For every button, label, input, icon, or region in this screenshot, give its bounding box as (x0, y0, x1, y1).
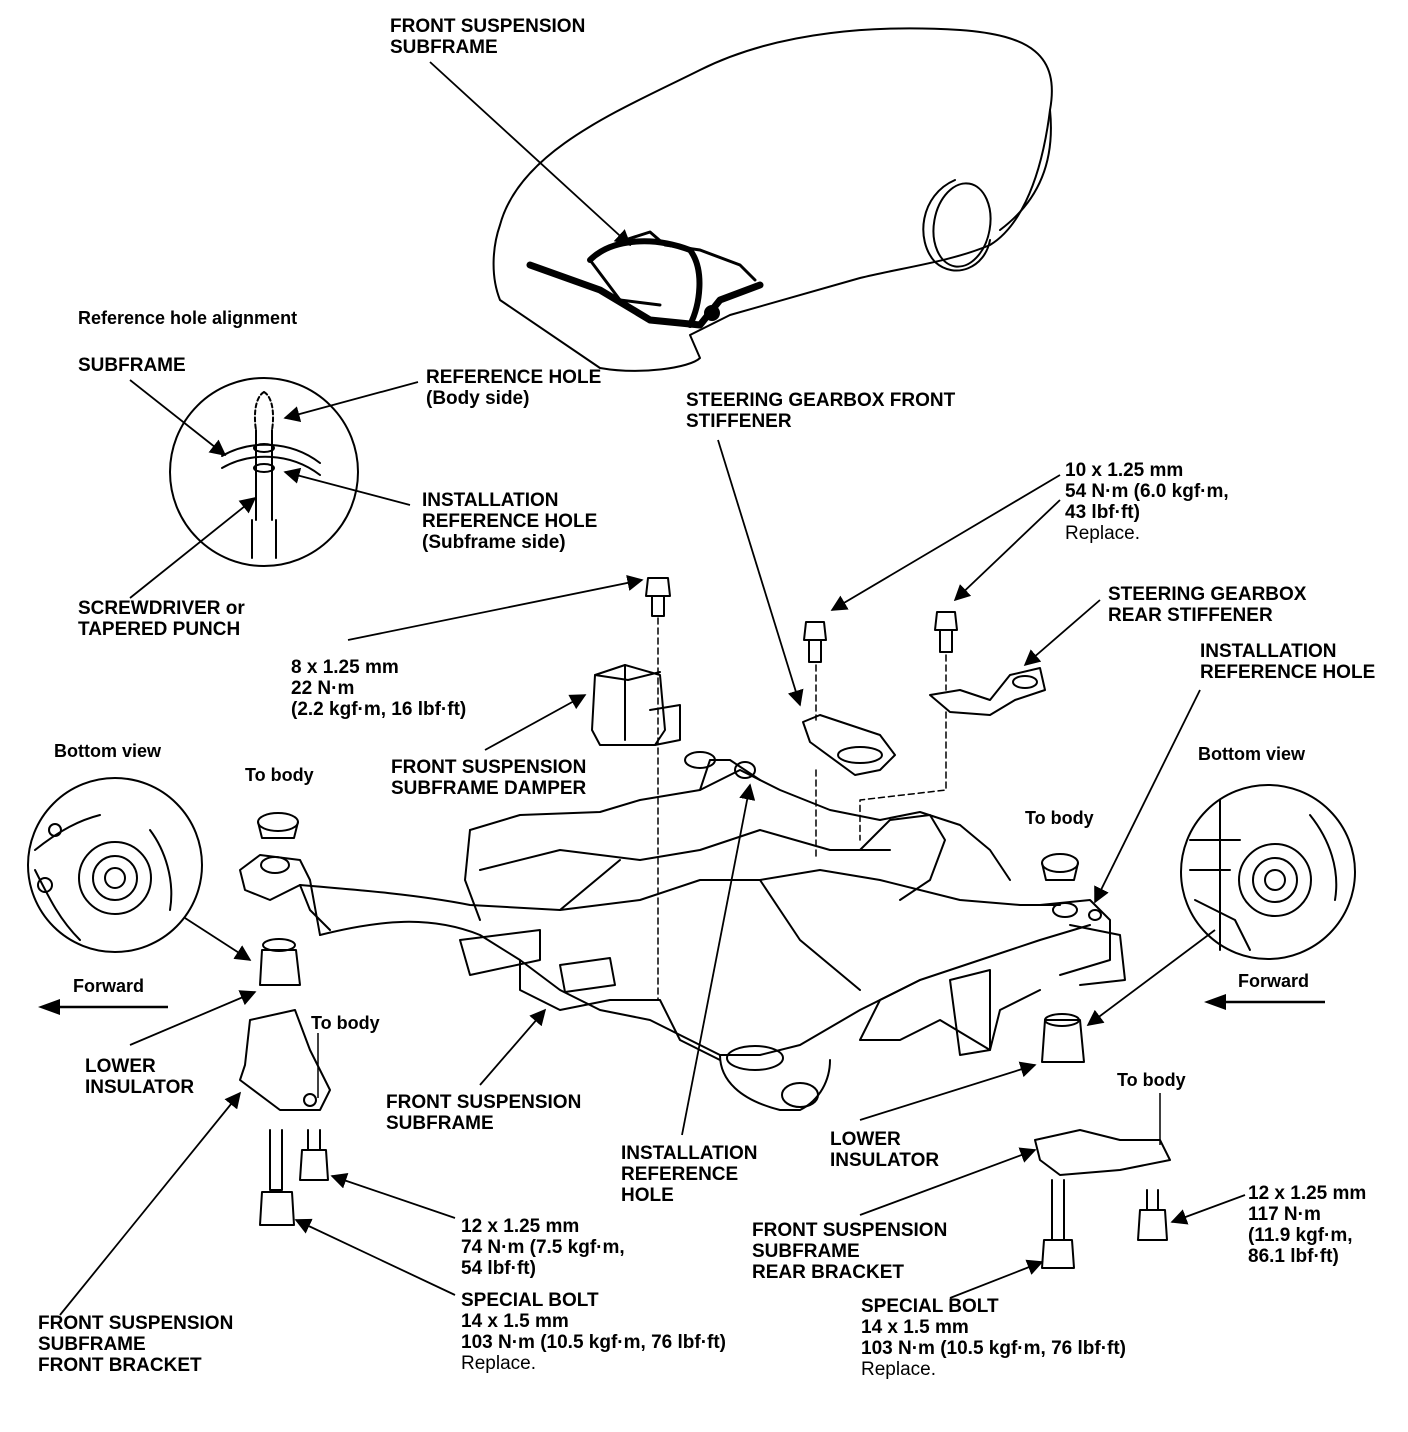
forward-arrow-left (38, 999, 168, 1015)
leader-damper (484, 694, 587, 751)
forward-arrow-right (1204, 994, 1325, 1010)
leader-rear-bracket (859, 1147, 1037, 1216)
leader-bottom-view-left (184, 917, 252, 961)
label-to-body-3: To body (311, 1013, 380, 1033)
leader-install-ref-hole-right (1094, 689, 1201, 904)
leader-bolt-12-right (1170, 1194, 1246, 1225)
leader-special-bolt-right (949, 1259, 1044, 1299)
leader-screwdriver (129, 496, 257, 599)
subframe-body (239, 751, 1126, 1111)
leader-install-ref-hole-mid (681, 783, 756, 1136)
label-forward-right: Forward (1238, 971, 1310, 991)
bottom-view-left-inset (27, 777, 203, 953)
label-bottom-view-left: Bottom view (54, 741, 162, 761)
label-to-body-1: To body (245, 765, 314, 785)
label-to-body-2: To body (1025, 808, 1094, 828)
label-reference-hole-alignment: Reference hole alignment (78, 308, 298, 328)
leader-lower-insulator-left (129, 990, 257, 1046)
gearbox-front-stiffener (802, 714, 896, 776)
leader-subframe-inset (129, 379, 227, 457)
label-reference-hole: REFERENCE HOLE(Body side) (426, 367, 602, 409)
leader-reference-hole (283, 381, 419, 423)
bolt-10mm-right (859, 611, 958, 841)
leader-bolt-8 (347, 574, 644, 641)
leader-special-bolt-left (294, 1218, 456, 1296)
leader-front-bracket (59, 1091, 242, 1316)
bottom-view-right-inset (1180, 784, 1356, 960)
label-forward-left: Forward (73, 976, 145, 996)
leader-bolt-10-a (830, 474, 1061, 611)
car-body-outline (492, 27, 1053, 372)
leader-gearbox-rear-stiffener (1023, 599, 1101, 667)
leader-front-subframe-mid (479, 1008, 547, 1086)
leader-lower-insulator-right (859, 1061, 1037, 1121)
bolt-10mm-left (803, 621, 827, 861)
leader-bolt-12-left (330, 1173, 456, 1219)
leader-bolt-10-b (953, 499, 1061, 602)
leader-install-ref-hole-inset (283, 467, 411, 506)
bolt-8mm (645, 577, 671, 1001)
label-to-body-4: To body (1117, 1070, 1186, 1090)
label-bottom-view-right: Bottom view (1198, 744, 1306, 764)
label-subframe: SUBFRAME (78, 355, 186, 376)
leader-bottom-view-right (1086, 929, 1216, 1026)
left-mount-stack (239, 812, 331, 1226)
gearbox-rear-stiffener (929, 667, 1046, 716)
subframe-damper (591, 664, 681, 746)
car-subframe-highlight (526, 230, 764, 329)
leader-gearbox-front-stiffener (717, 439, 804, 707)
right-mount-stack (1034, 853, 1171, 1269)
leader-front-subframe-top (429, 61, 632, 247)
